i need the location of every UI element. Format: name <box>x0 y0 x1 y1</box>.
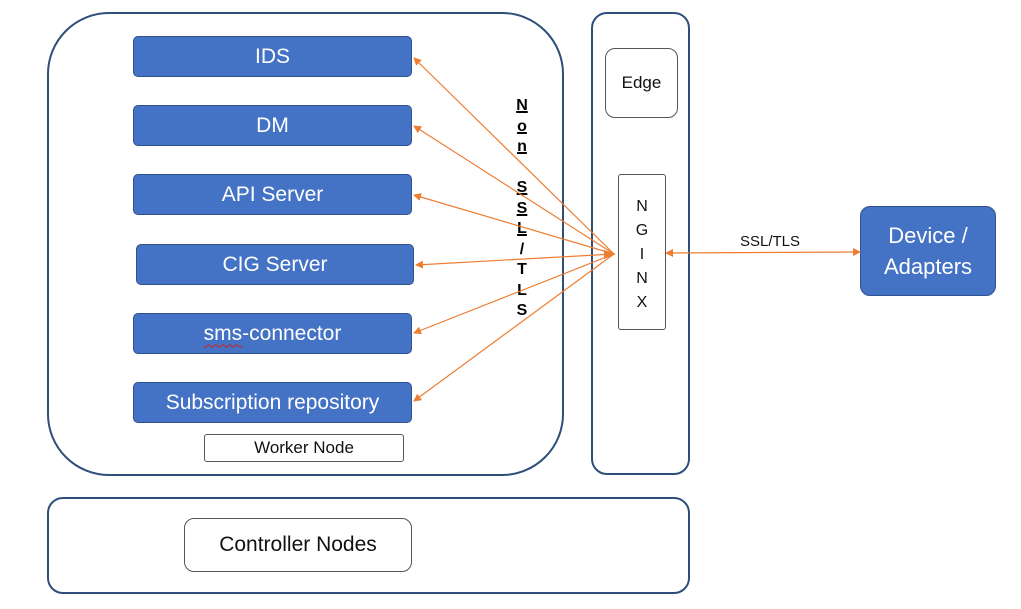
non-ssl-letter: N <box>516 97 528 114</box>
cig-server-box: CIG Server <box>136 244 414 285</box>
sms-connector-label: sms-connector <box>204 322 342 346</box>
sms-connector-label-suffix: -connector <box>242 321 342 345</box>
non-ssl-letter: L <box>517 281 527 299</box>
api-server-label: API Server <box>221 182 324 206</box>
api-server-box: API Server <box>133 174 412 215</box>
device-label-line1: Device / <box>888 223 968 248</box>
subscription-repository-label: Subscription repository <box>165 390 380 414</box>
non-ssl-letter: S <box>516 179 528 196</box>
device-adapters-box: Device / Adapters <box>860 206 996 296</box>
non-ssl-tls-label: N o n S S L / T L S <box>507 96 537 322</box>
nginx-letter: G <box>635 222 649 239</box>
non-ssl-letter: o <box>517 117 527 135</box>
edge-box: Edge <box>605 48 678 118</box>
non-ssl-letter: S <box>516 302 528 319</box>
nginx-letter: X <box>636 294 648 311</box>
dm-service-label: DM <box>256 113 289 137</box>
ids-service-label: IDS <box>254 44 290 68</box>
ids-service-box: IDS <box>133 36 412 77</box>
non-ssl-letter: S <box>516 199 528 217</box>
worker-node-label: Worker Node <box>204 434 404 462</box>
edge-label: Edge <box>621 73 662 92</box>
nginx-letter: N <box>636 198 648 215</box>
non-ssl-letter: L <box>517 220 527 237</box>
sms-connector-label-prefix: sms <box>203 321 243 345</box>
subscription-repository-box: Subscription repository <box>133 382 412 423</box>
device-label-line2: Adapters <box>883 254 973 279</box>
controller-nodes-label: Controller Nodes <box>219 533 377 556</box>
dm-service-box: DM <box>133 105 412 146</box>
non-ssl-letter: T <box>517 261 527 278</box>
nginx-letter: N <box>636 270 648 287</box>
ssl-tls-arrow <box>665 248 861 257</box>
cig-server-label: CIG Server <box>222 252 328 276</box>
non-ssl-letter: n <box>517 138 527 155</box>
sms-connector-box: sms-connector <box>133 313 412 354</box>
controller-nodes-box: Controller Nodes <box>184 518 412 572</box>
non-ssl-letter: / <box>519 240 525 258</box>
ssl-tls-label: SSL/TLS <box>740 233 801 250</box>
nginx-box: N G I N X <box>618 174 666 330</box>
nginx-letter: I <box>639 246 645 263</box>
worker-node-label-text: Worker Node <box>254 438 354 457</box>
